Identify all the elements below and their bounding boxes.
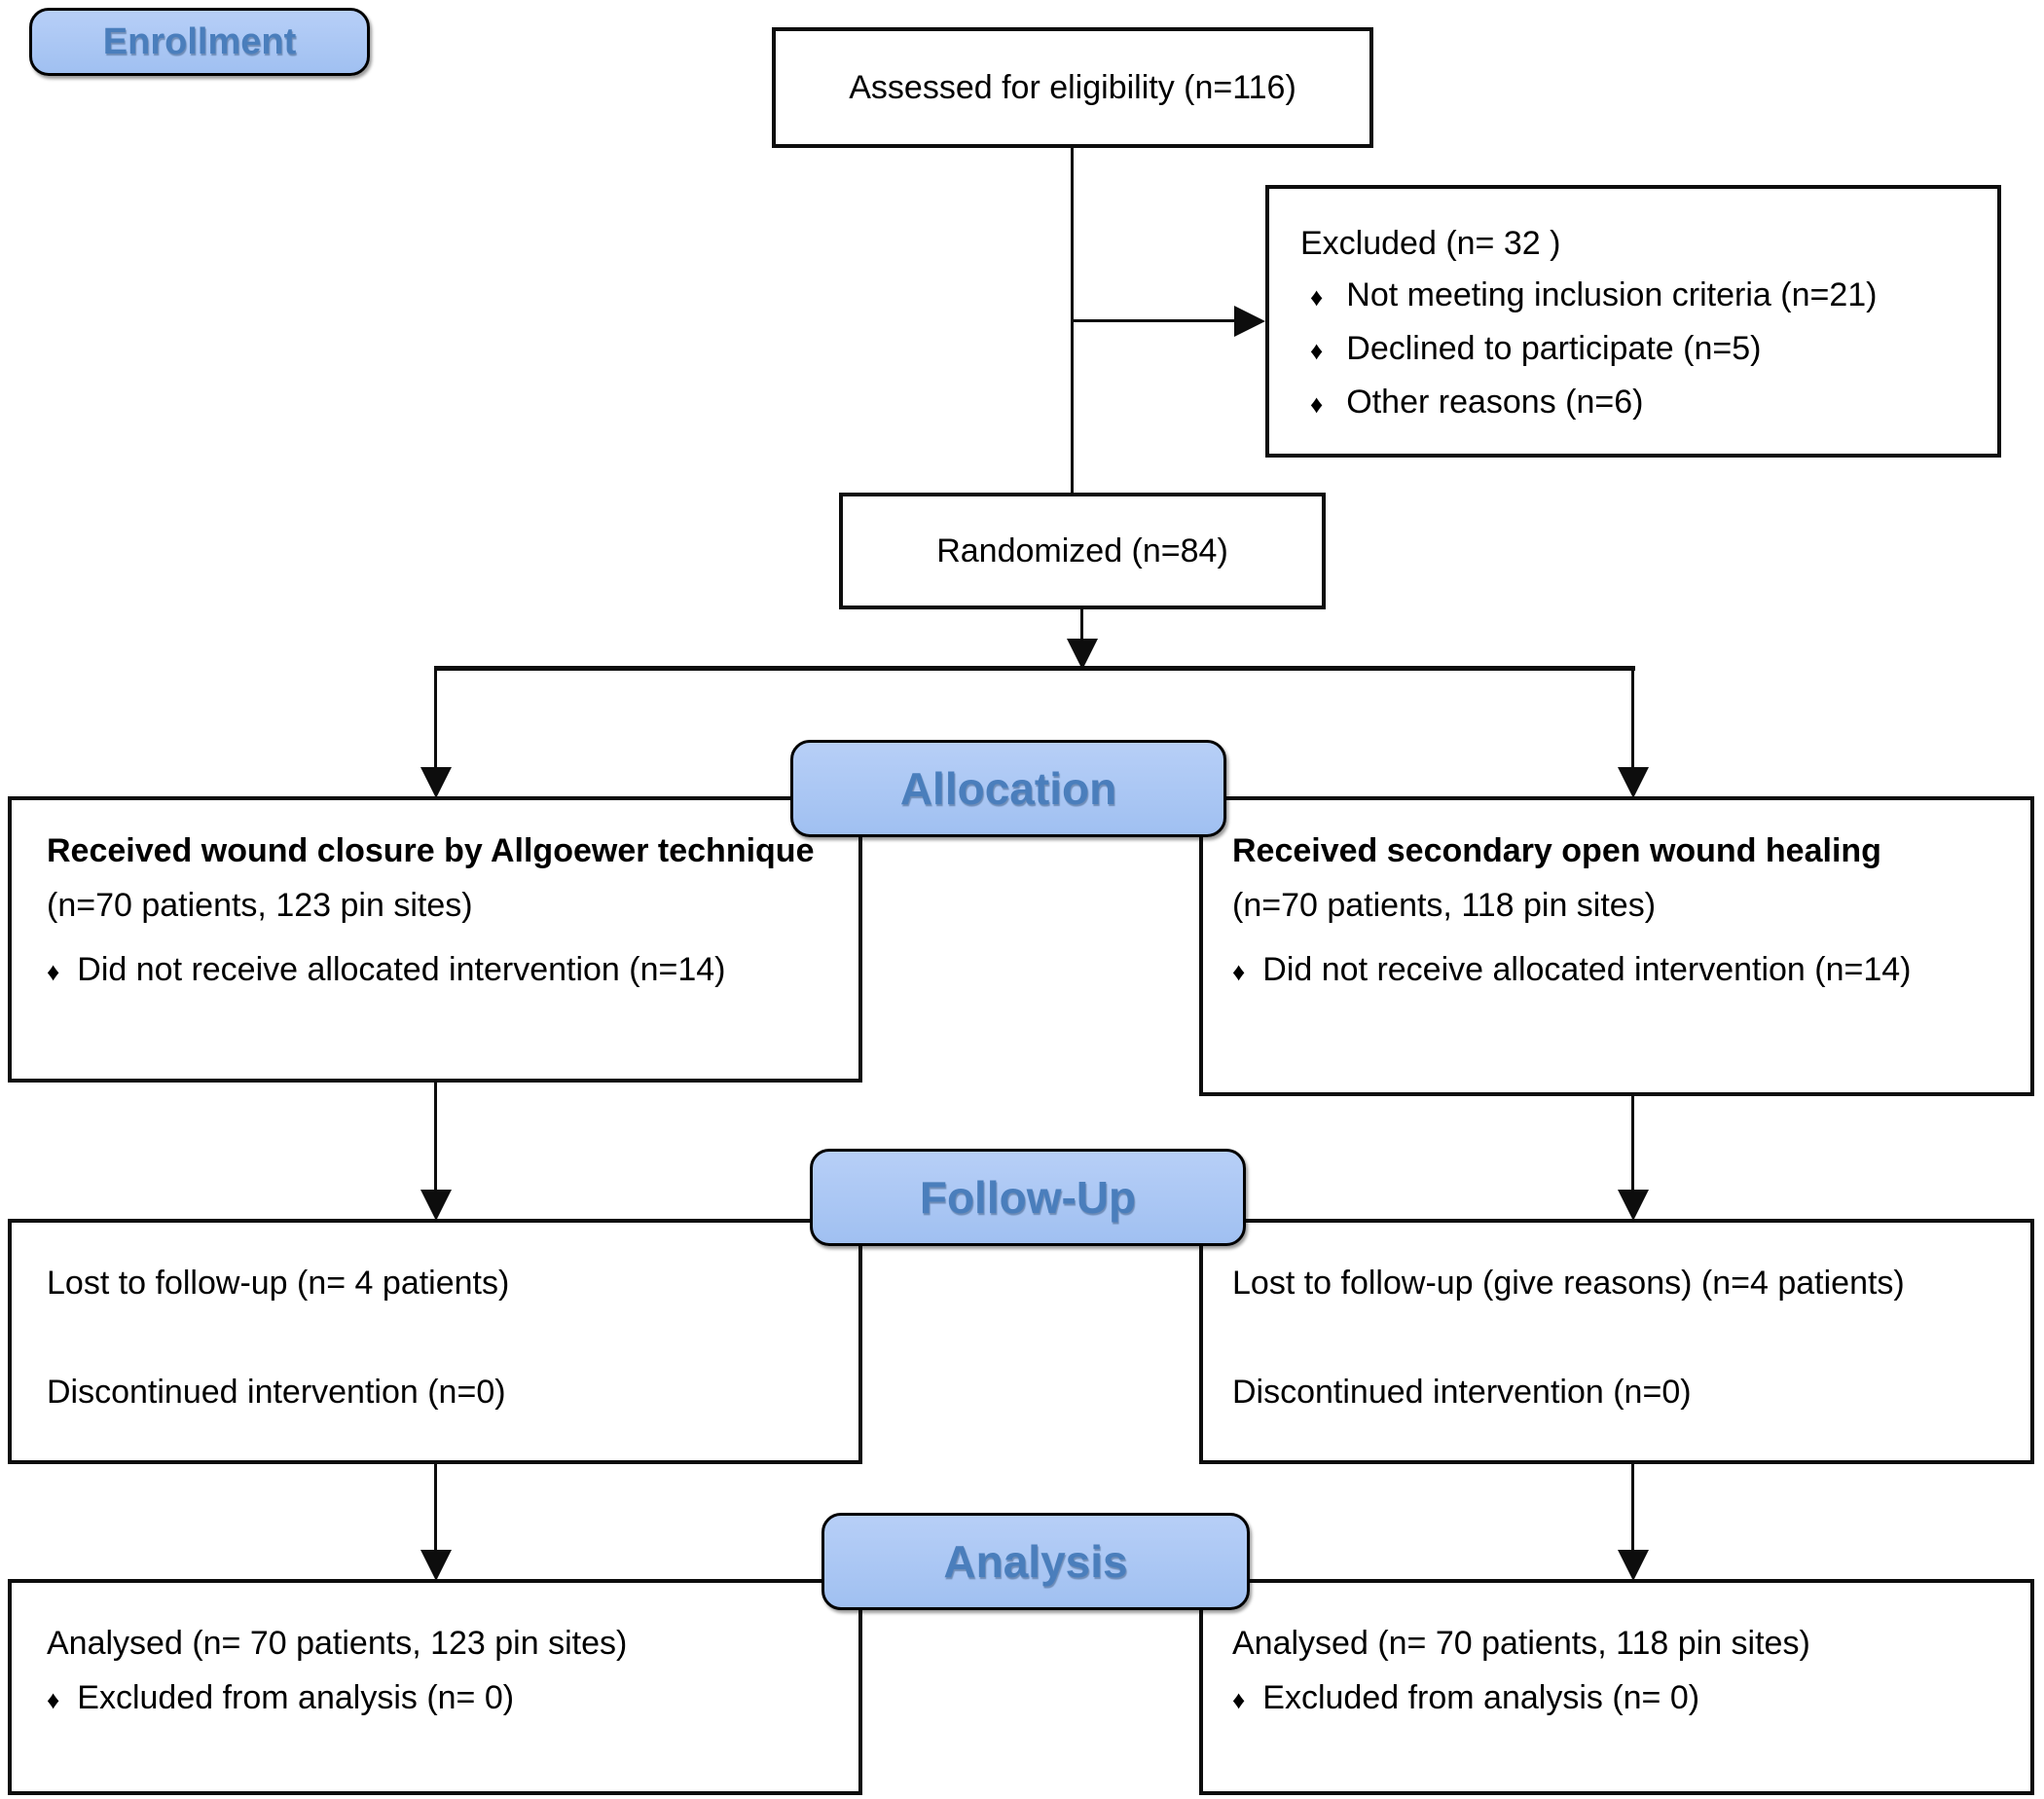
allocation-left-subtitle: (n=70 patients, 123 pin sites) — [47, 887, 473, 924]
enrollment-stage-badge: Enrollment — [29, 8, 370, 76]
followup-left-box: Lost to follow-up (n= 4 patients) Discon… — [8, 1219, 862, 1464]
connector-randomized-to-split — [1080, 609, 1083, 644]
analysis-left-bullet-text: Excluded from analysis (n= 0) — [77, 1679, 515, 1716]
arrowhead-into-analysis-right — [1618, 1550, 1649, 1581]
arrowhead-into-analysis-left — [420, 1550, 452, 1581]
diamond-bullet-icon: ♦ — [1232, 1685, 1246, 1714]
excluded-bullet-1: ♦ Not meeting inclusion criteria (n=21) — [1310, 270, 1974, 323]
allocation-right-bullet: ♦ Did not receive allocated intervention… — [1232, 942, 2011, 999]
analysis-left-title: Analysed (n= 70 patients, 123 pin sites) — [47, 1625, 628, 1662]
analysis-left-bullet: ♦ Excluded from analysis (n= 0) — [47, 1670, 839, 1727]
diamond-bullet-icon: ♦ — [1310, 336, 1324, 365]
diamond-bullet-icon: ♦ — [1232, 957, 1246, 986]
connector-allocation-to-followup-right — [1631, 1096, 1634, 1192]
diamond-bullet-icon: ♦ — [1310, 282, 1324, 312]
excluded-bullet-1-text: Not meeting inclusion criteria (n=21) — [1346, 276, 1878, 313]
connector-branch-to-excluded — [1071, 319, 1238, 322]
allocation-stage-label: Allocation — [899, 763, 1117, 814]
diamond-bullet-icon: ♦ — [47, 957, 60, 986]
followup-stage-label: Follow-Up — [919, 1172, 1137, 1223]
arrowhead-into-allocation-right — [1618, 767, 1649, 798]
allocation-left-box: Received wound closure by Allgoewer tech… — [8, 796, 862, 1083]
excluded-box: Excluded (n= 32 ) ♦ Not meeting inclusio… — [1265, 185, 2001, 458]
arrowhead-into-followup-right — [1618, 1190, 1649, 1221]
followup-left-line2: Discontinued intervention (n=0) — [47, 1374, 506, 1411]
allocation-right-bullet-text: Did not receive allocated intervention (… — [1262, 951, 1912, 988]
randomized-box: Randomized (n=84) — [839, 493, 1326, 609]
analysis-left-box: Analysed (n= 70 patients, 123 pin sites)… — [8, 1579, 862, 1795]
analysis-right-bullet: ♦ Excluded from analysis (n= 0) — [1232, 1670, 2011, 1727]
arrowhead-into-followup-left — [420, 1190, 452, 1221]
randomized-text: Randomized (n=84) — [936, 532, 1228, 569]
assessed-for-eligibility-text: Assessed for eligibility (n=116) — [849, 69, 1296, 106]
enrollment-stage-label: Enrollment — [102, 20, 297, 62]
analysis-right-box: Analysed (n= 70 patients, 118 pin sites)… — [1199, 1579, 2034, 1795]
analysis-right-bullet-text: Excluded from analysis (n= 0) — [1262, 1679, 1700, 1716]
allocation-right-title: Received secondary open wound healing — [1232, 832, 1881, 869]
followup-stage-badge: Follow-Up — [810, 1149, 1246, 1246]
excluded-title: Excluded (n= 32 ) — [1300, 225, 1561, 262]
analysis-right-title: Analysed (n= 70 patients, 118 pin sites) — [1232, 1625, 1810, 1662]
connector-followup-to-analysis-right — [1631, 1464, 1634, 1552]
arrowhead-into-allocation-left — [420, 767, 452, 798]
excluded-bullet-3-text: Other reasons (n=6) — [1346, 384, 1644, 421]
allocation-left-bullet-text: Did not receive allocated intervention (… — [77, 951, 726, 988]
allocation-right-box: Received secondary open wound healing (n… — [1199, 796, 2034, 1096]
connector-split-to-allocation-right — [1631, 670, 1634, 769]
arrowhead-into-excluded — [1234, 306, 1265, 337]
excluded-bullet-2-text: Declined to participate (n=5) — [1346, 330, 1762, 367]
followup-right-box: Lost to follow-up (give reasons) (n=4 pa… — [1199, 1219, 2034, 1464]
analysis-stage-badge: Analysis — [821, 1513, 1250, 1610]
allocation-right-subtitle: (n=70 patients, 118 pin sites) — [1232, 887, 1657, 924]
connector-allocation-to-followup-left — [434, 1083, 437, 1192]
diamond-bullet-icon: ♦ — [47, 1685, 60, 1714]
analysis-stage-label: Analysis — [943, 1536, 1128, 1587]
connector-followup-to-analysis-left — [434, 1464, 437, 1552]
arrowhead-onto-split-line — [1067, 639, 1098, 670]
excluded-bullet-2: ♦ Declined to participate (n=5) — [1310, 323, 1974, 377]
allocation-stage-badge: Allocation — [790, 740, 1226, 837]
split-line — [434, 666, 1635, 671]
followup-right-line1: Lost to follow-up (give reasons) (n=4 pa… — [1232, 1265, 1905, 1302]
allocation-left-title: Received wound closure by Allgoewer tech… — [47, 832, 815, 869]
allocation-left-bullet: ♦ Did not receive allocated intervention… — [47, 942, 839, 999]
followup-right-line2: Discontinued intervention (n=0) — [1232, 1374, 1692, 1411]
excluded-bullet-3: ♦ Other reasons (n=6) — [1310, 377, 1974, 430]
connector-split-to-allocation-left — [434, 670, 437, 769]
assessed-for-eligibility-box: Assessed for eligibility (n=116) — [772, 27, 1373, 148]
diamond-bullet-icon: ♦ — [1310, 389, 1324, 419]
followup-left-line1: Lost to follow-up (n= 4 patients) — [47, 1265, 510, 1302]
